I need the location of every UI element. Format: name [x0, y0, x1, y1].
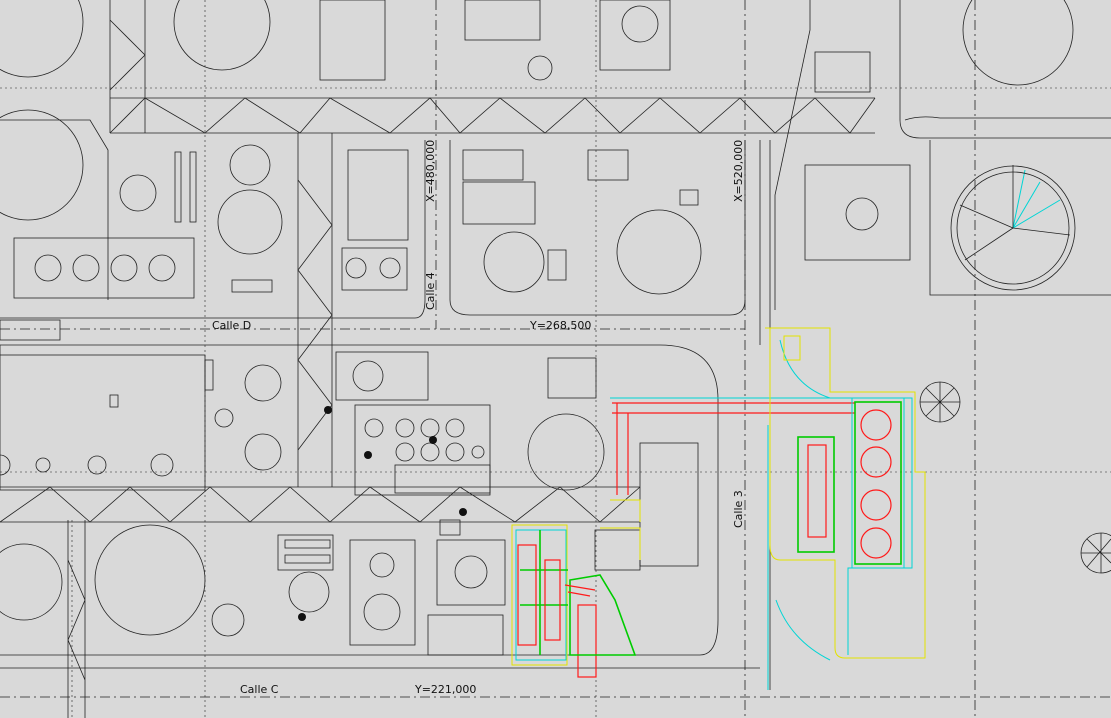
buildings — [0, 0, 911, 656]
street-label-calle-4: Calle 4 — [424, 272, 437, 310]
storage-tanks — [0, 0, 1076, 637]
coord-label-x-520: X=520,000 — [732, 140, 745, 202]
street-label-calle-c: Calle C — [240, 683, 279, 696]
red-pipeline — [610, 397, 860, 495]
colored-unit-south — [511, 499, 641, 678]
coord-label-y-221: Y=221,000 — [414, 683, 476, 696]
street-label-calle-3: Calle 3 — [732, 490, 745, 528]
radial-tank — [956, 165, 1071, 285]
equipment-details — [109, 151, 699, 621]
street-label-calle-d: Calle D — [212, 319, 251, 332]
coord-label-y-268: Y=268,500 — [529, 319, 591, 332]
trees — [919, 381, 1111, 574]
roads — [0, 0, 1111, 690]
labels: Calle D Calle C Y=268,500 Y=221,000 Call… — [212, 140, 745, 696]
coord-label-x-480: X=480,000 — [424, 140, 437, 202]
pipe-racks — [0, 0, 876, 718]
colored-unit-east — [765, 327, 926, 690]
